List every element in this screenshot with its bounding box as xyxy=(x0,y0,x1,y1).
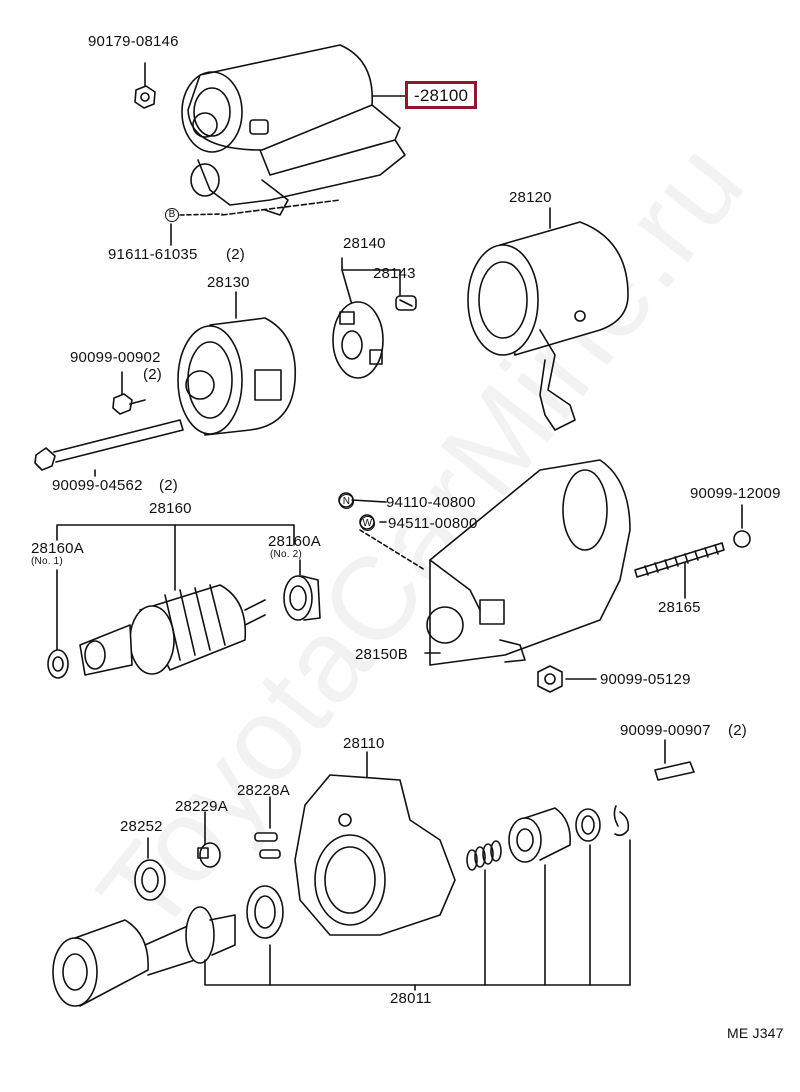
label-28140[interactable]: 28140 xyxy=(343,235,386,252)
armature-28160[interactable] xyxy=(79,584,266,676)
label-90179-08146[interactable]: 90179-08146 xyxy=(88,33,179,50)
nut-90099-05129[interactable] xyxy=(537,665,563,693)
nut-90179[interactable] xyxy=(134,85,156,109)
label-28011[interactable]: 28011 xyxy=(390,990,432,1007)
label-28228A[interactable]: 28228A xyxy=(237,782,290,799)
commutator-end-frame-28130[interactable] xyxy=(177,317,297,436)
label-28100: 28100 xyxy=(419,86,469,105)
through-bolt-90099-04562[interactable] xyxy=(34,419,184,471)
retainer-ring-28011[interactable] xyxy=(575,808,601,842)
snap-ring-28011[interactable] xyxy=(613,805,630,837)
label-28160[interactable]: 28160 xyxy=(149,500,192,517)
label-94110-40800[interactable]: 94110-40800 xyxy=(386,494,476,511)
yoke-28120[interactable] xyxy=(467,221,629,431)
brush-spring-28143[interactable] xyxy=(395,295,417,311)
label-28110[interactable]: 28110 xyxy=(343,735,385,752)
bearing-28160A-no2[interactable] xyxy=(283,575,321,621)
circle-marker-b: B xyxy=(165,208,179,222)
label-28229A[interactable]: 28229A xyxy=(175,798,228,815)
magnet-switch-28150B[interactable] xyxy=(426,459,631,666)
label-28160A-no2[interactable]: 28160A xyxy=(268,533,321,550)
label-28252[interactable]: 28252 xyxy=(120,818,163,835)
label-90099-00902[interactable]: 90099-00902 xyxy=(70,349,161,366)
idle-gear-28252[interactable] xyxy=(134,859,166,901)
label-90099-00902-qty: (2) xyxy=(143,366,162,383)
label-28150B[interactable]: 28150B xyxy=(355,646,408,663)
label-28160A-no1[interactable]: 28160A xyxy=(31,540,84,557)
screw-90099-00902[interactable] xyxy=(112,393,146,415)
label-28130[interactable]: 28130 xyxy=(207,274,250,291)
label-28160A-no2-sub: (No. 2) xyxy=(270,549,302,560)
label-91611-61035[interactable]: 91611-61035 xyxy=(108,246,198,263)
spring-28165[interactable] xyxy=(634,542,725,578)
retainer-28229A[interactable] xyxy=(197,842,221,868)
label-90099-04562-qty: (2) xyxy=(159,477,178,494)
label-90099-00907[interactable]: 90099-00907 xyxy=(620,722,711,739)
spring-28011[interactable] xyxy=(466,840,502,871)
label-28120[interactable]: 28120 xyxy=(509,189,552,206)
label-90099-12009[interactable]: 90099-12009 xyxy=(690,485,781,502)
label-90099-00907-qty: (2) xyxy=(728,722,747,739)
screw-90099-00907[interactable] xyxy=(654,761,695,781)
starter-housing-28110[interactable] xyxy=(294,774,456,936)
balls-28228A[interactable] xyxy=(254,832,281,859)
label-28165[interactable]: 28165 xyxy=(658,599,701,616)
label-90099-04562[interactable]: 90099-04562 xyxy=(52,477,143,494)
circle-marker-w: W xyxy=(360,516,375,531)
label-28100-highlighted[interactable]: -28100 xyxy=(405,81,478,109)
label-91611-61035-qty: (2) xyxy=(226,246,245,263)
seal-28011[interactable] xyxy=(246,885,284,939)
label-28100-dash: - xyxy=(414,86,420,105)
circle-marker-n: N xyxy=(339,494,354,509)
starter-assembly-28100[interactable] xyxy=(181,44,406,216)
label-94511-00800[interactable]: 94511-00800 xyxy=(388,515,478,532)
washer-90099-12009[interactable] xyxy=(733,530,751,548)
starter-clutch-28011[interactable] xyxy=(52,906,236,1007)
label-90099-05129[interactable]: 90099-05129 xyxy=(600,671,691,688)
bearing-28160A-no1[interactable] xyxy=(47,649,69,679)
label-28143[interactable]: 28143 xyxy=(373,265,416,282)
brush-holder-28140[interactable] xyxy=(332,301,384,379)
pinion-gear-28011[interactable] xyxy=(508,807,572,863)
figure-code: ME J347 xyxy=(727,1025,784,1041)
label-28160A-no1-sub: (No. 1) xyxy=(31,556,63,567)
